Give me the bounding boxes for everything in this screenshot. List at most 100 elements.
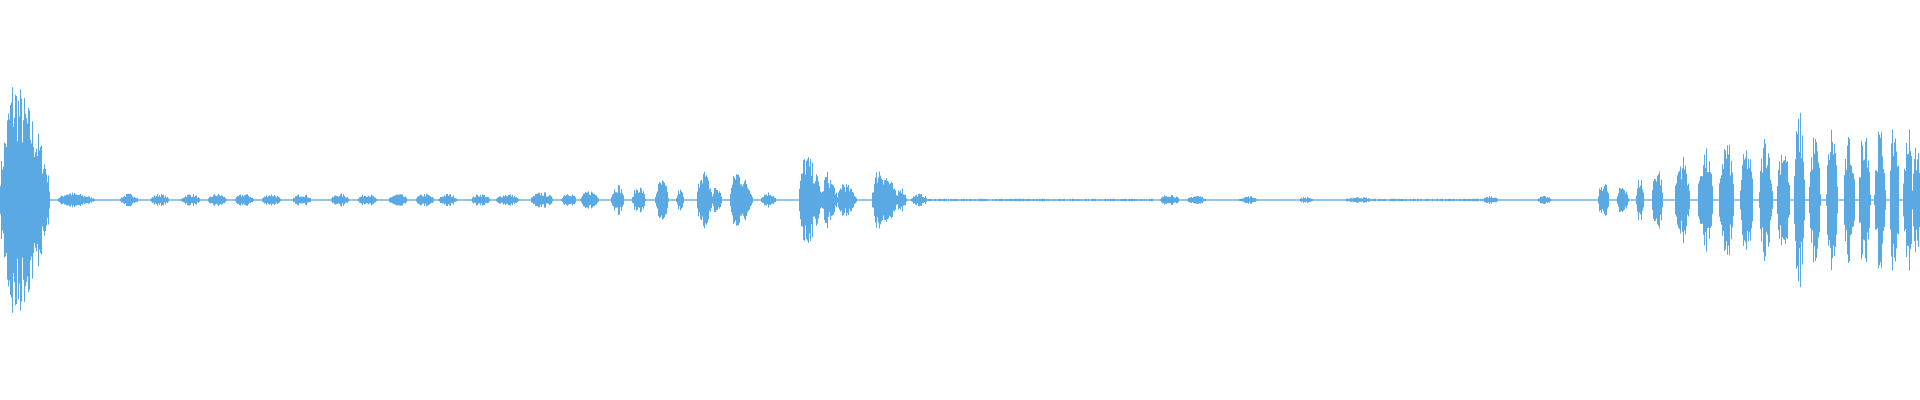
waveform-sample bbox=[1707, 171, 1708, 229]
waveform-sample bbox=[485, 197, 486, 203]
waveform-sample bbox=[1721, 175, 1722, 225]
waveform-sample bbox=[389, 198, 390, 202]
waveform-sample bbox=[682, 192, 683, 208]
waveform-sample bbox=[689, 199, 690, 201]
waveform-sample bbox=[282, 199, 283, 201]
waveform-bars bbox=[0, 87, 1920, 313]
waveform-sample bbox=[1447, 199, 1448, 201]
waveform-sample bbox=[1450, 198, 1451, 202]
waveform-sample bbox=[1175, 197, 1176, 203]
waveform-sample bbox=[406, 197, 407, 203]
waveform-sample bbox=[834, 187, 835, 213]
waveform-sample bbox=[409, 199, 410, 201]
waveform-sample bbox=[1452, 199, 1453, 201]
waveform-sample bbox=[1003, 199, 1004, 201]
waveform-sample bbox=[254, 199, 255, 201]
waveform-sample bbox=[419, 195, 420, 205]
waveform-sample bbox=[190, 195, 191, 205]
waveform-sample bbox=[1015, 198, 1016, 202]
waveform-sample bbox=[1568, 199, 1569, 201]
waveform-sample bbox=[1886, 199, 1887, 201]
waveform-sample bbox=[1545, 196, 1546, 204]
waveform-sample bbox=[1689, 190, 1690, 210]
waveform-sample bbox=[364, 195, 365, 205]
waveform-sample bbox=[513, 197, 514, 203]
waveform-sample bbox=[565, 196, 566, 204]
waveform-sample bbox=[189, 194, 190, 206]
waveform-sample bbox=[1312, 198, 1313, 202]
waveform-sample bbox=[1158, 199, 1159, 201]
waveform-sample bbox=[1131, 198, 1132, 202]
waveform-sample bbox=[74, 193, 75, 207]
waveform-sample bbox=[1142, 199, 1143, 201]
waveform-sample bbox=[1598, 196, 1599, 204]
waveform-sample bbox=[1574, 199, 1575, 201]
waveform-sample bbox=[855, 196, 856, 204]
waveform-sample bbox=[744, 181, 745, 219]
waveform-sample bbox=[215, 195, 216, 205]
waveform-sample bbox=[1113, 198, 1114, 202]
waveform-sample bbox=[14, 117, 15, 283]
waveform-sample bbox=[1297, 199, 1298, 201]
waveform-sample bbox=[1001, 198, 1002, 202]
waveform-sample bbox=[1402, 198, 1403, 202]
waveform-sample bbox=[555, 199, 556, 201]
waveform-sample bbox=[278, 196, 279, 204]
waveform-sample bbox=[211, 196, 212, 204]
waveform-sample bbox=[786, 199, 787, 201]
waveform-sample bbox=[260, 199, 261, 201]
waveform-sample bbox=[655, 197, 656, 203]
waveform-sample bbox=[1441, 199, 1442, 201]
waveform-sample bbox=[1891, 143, 1892, 257]
waveform-sample bbox=[1473, 198, 1474, 202]
waveform-sample bbox=[1620, 188, 1621, 212]
waveform-sample bbox=[473, 196, 474, 204]
waveform-sample bbox=[1677, 175, 1678, 225]
waveform-sample bbox=[366, 197, 367, 203]
waveform-sample bbox=[1372, 199, 1373, 201]
waveform-sample bbox=[1540, 196, 1541, 204]
waveform-sample bbox=[1109, 199, 1110, 201]
waveform-sample bbox=[179, 199, 180, 201]
waveform-sample bbox=[1341, 199, 1342, 201]
waveform-sample bbox=[572, 194, 573, 206]
waveform-sample bbox=[1316, 199, 1317, 201]
waveform-sample bbox=[545, 192, 546, 208]
waveform-sample bbox=[1454, 198, 1455, 202]
waveform-sample bbox=[956, 199, 957, 201]
waveform-sample bbox=[1897, 166, 1898, 234]
waveform-sample bbox=[1646, 199, 1647, 201]
waveform-sample bbox=[246, 194, 247, 206]
waveform-sample bbox=[502, 197, 503, 203]
waveform-sample bbox=[588, 191, 589, 209]
waveform-sample bbox=[1005, 199, 1006, 201]
waveform-sample bbox=[865, 199, 866, 201]
waveform-sample bbox=[1730, 175, 1731, 225]
waveform-sample bbox=[229, 199, 230, 201]
waveform-sample bbox=[1423, 199, 1424, 201]
waveform-sample bbox=[1713, 199, 1714, 201]
waveform-sample bbox=[893, 189, 894, 211]
waveform-sample bbox=[26, 118, 27, 282]
waveform-sample bbox=[160, 197, 161, 203]
waveform-sample bbox=[1768, 153, 1769, 247]
waveform-sample bbox=[993, 199, 994, 201]
waveform-sample bbox=[951, 198, 952, 202]
waveform-sample bbox=[33, 147, 34, 253]
waveform-sample bbox=[475, 197, 476, 203]
waveform-sample bbox=[1905, 170, 1906, 230]
waveform-sample bbox=[1391, 198, 1392, 202]
waveform-sample bbox=[1148, 199, 1149, 201]
waveform-sample bbox=[49, 191, 50, 209]
waveform-sample bbox=[1765, 143, 1766, 257]
waveform-sample bbox=[1854, 179, 1855, 221]
waveform-sample bbox=[1622, 188, 1623, 212]
waveform-sample bbox=[243, 196, 244, 204]
waveform-sample bbox=[1194, 196, 1195, 204]
waveform-sample bbox=[305, 195, 306, 205]
waveform-sample bbox=[1217, 199, 1218, 201]
waveform-sample bbox=[850, 188, 851, 212]
waveform-sample bbox=[1774, 199, 1775, 201]
